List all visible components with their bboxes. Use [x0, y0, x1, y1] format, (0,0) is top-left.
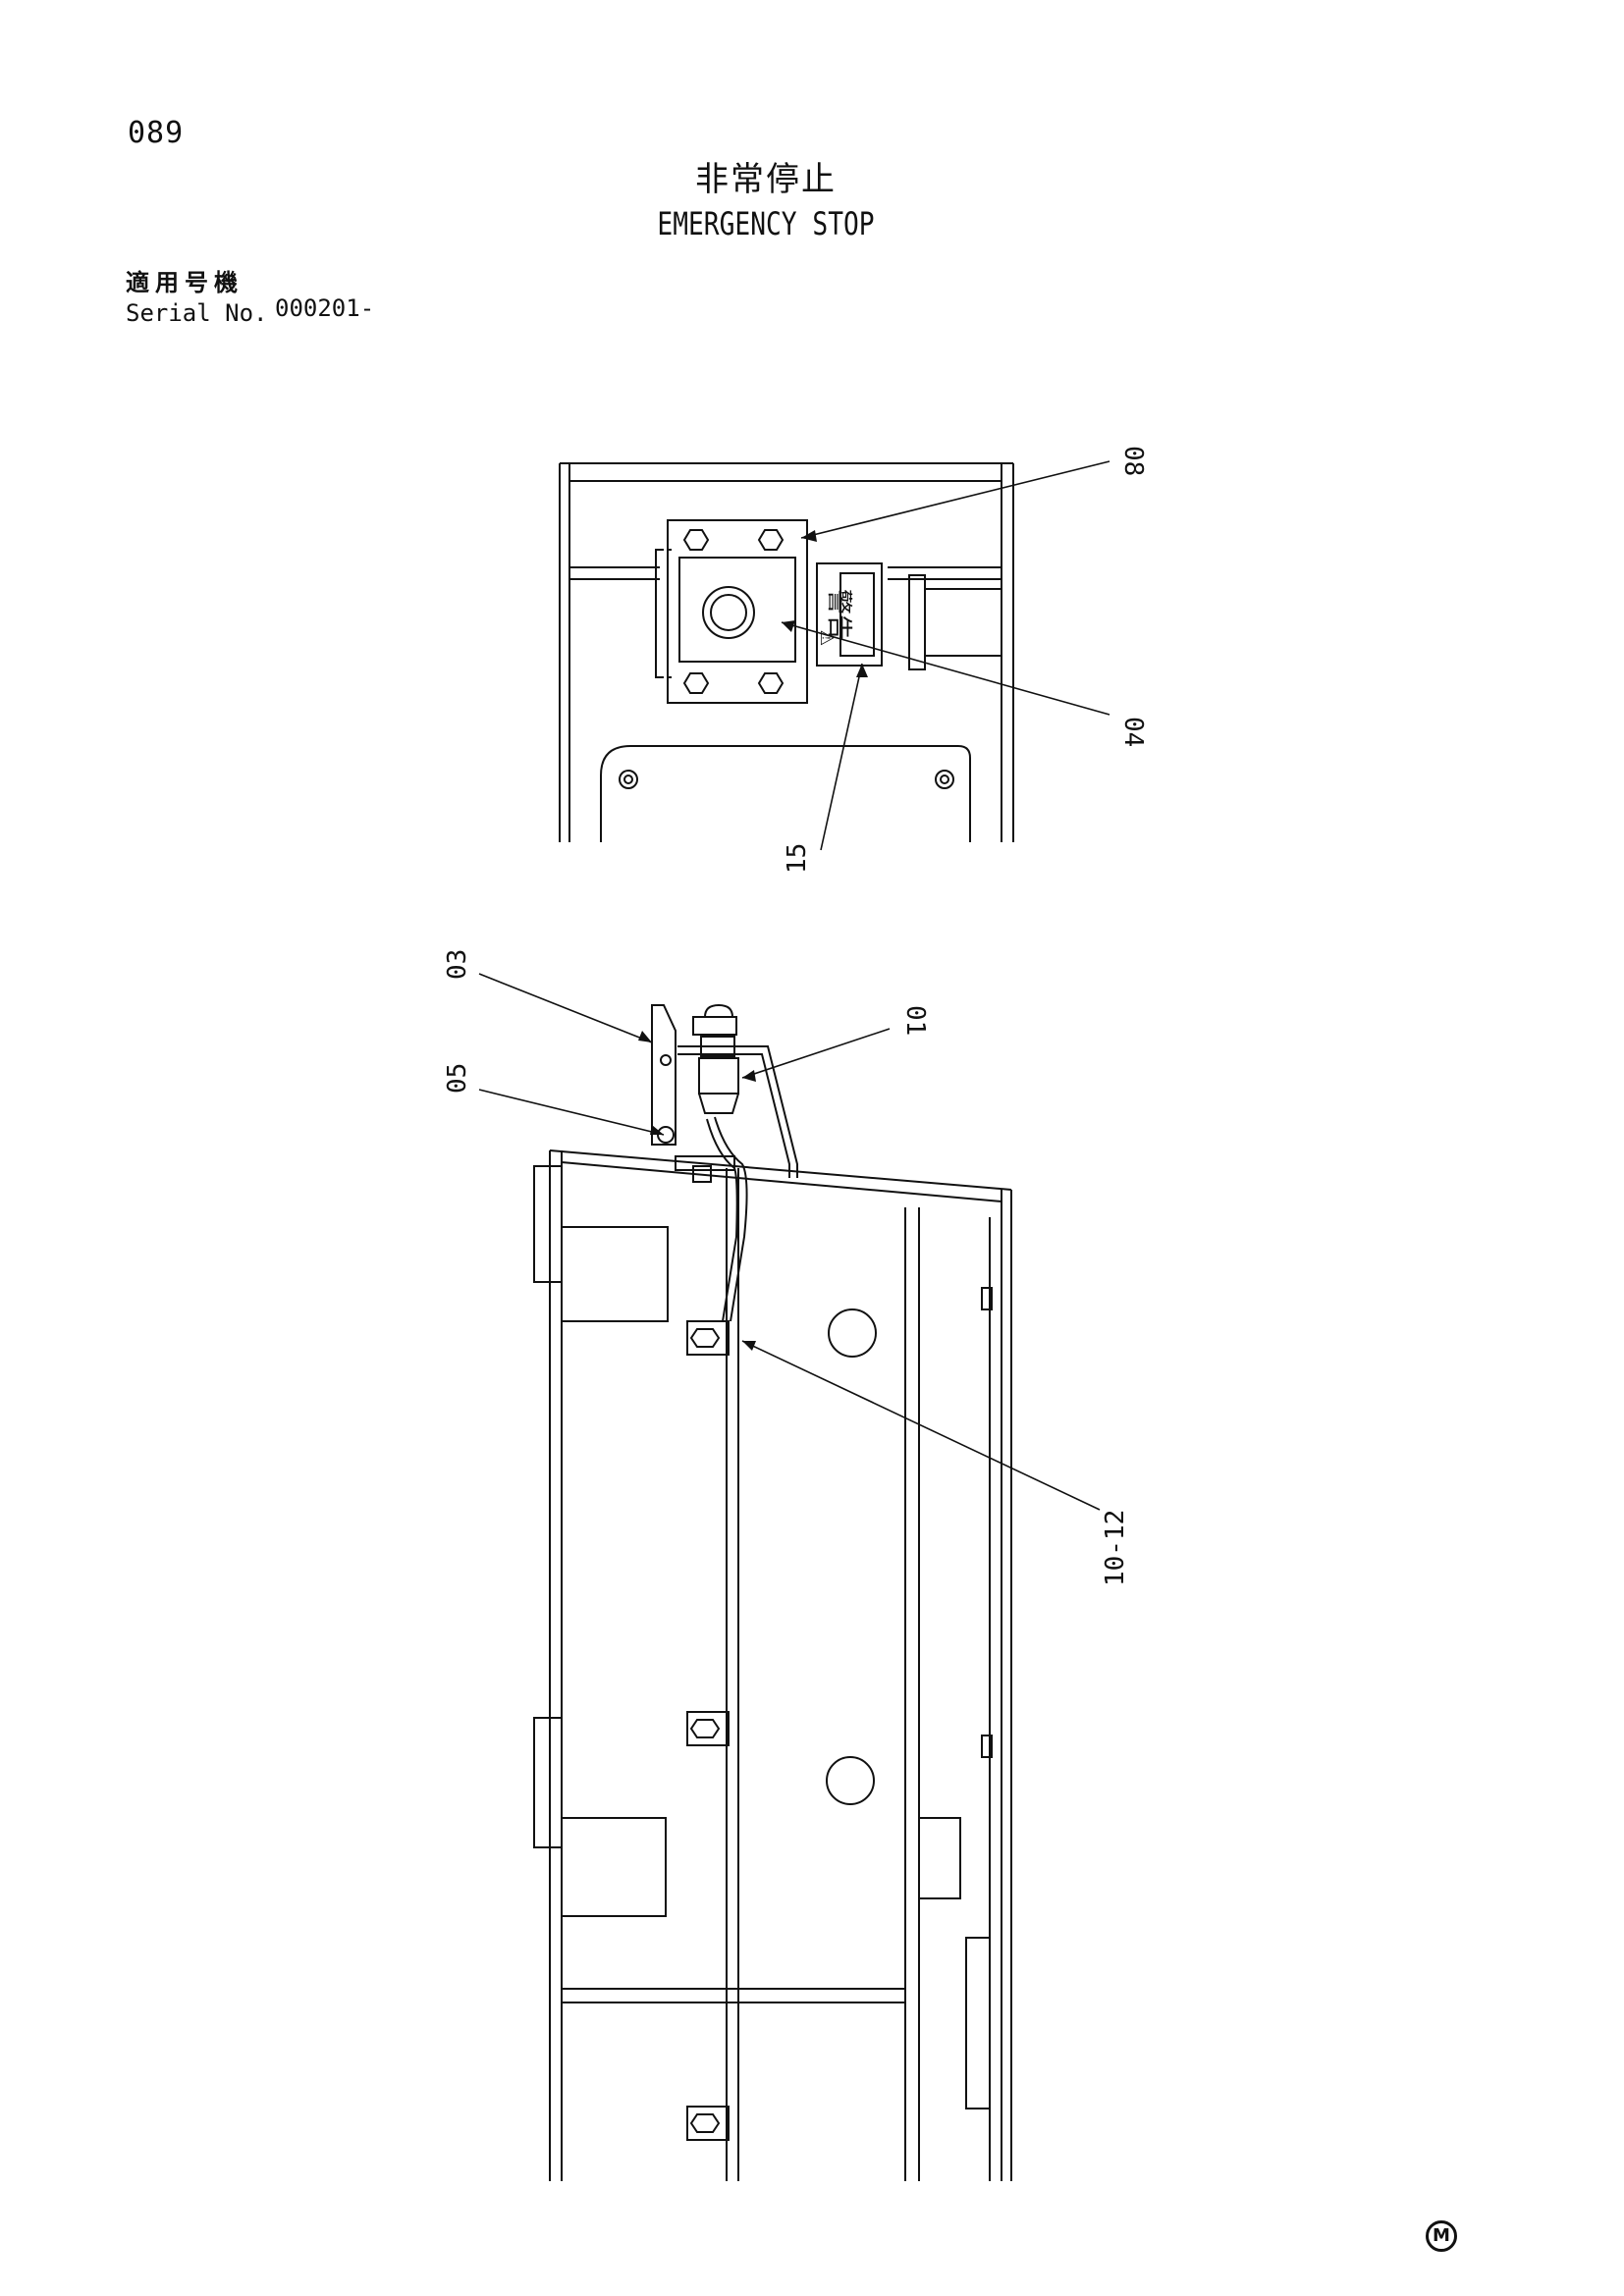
serial-label-en: Serial No.: [126, 299, 268, 327]
callout-04: 04: [1118, 717, 1148, 747]
callout-01: 01: [900, 1005, 930, 1036]
page-number: 089: [128, 116, 185, 150]
callout-10-12: 10-12: [1101, 1510, 1130, 1586]
serial-value: 000201-: [275, 294, 375, 322]
top-view: [559, 462, 1014, 842]
leader-lines: [478, 460, 1110, 1511]
callout-15: 15: [783, 843, 812, 874]
switch-bracket-side: [651, 1003, 798, 1183]
page-title-en: EMERGENCY STOP: [657, 205, 875, 242]
callout-03: 03: [443, 949, 472, 980]
switch-mount-top: [655, 519, 808, 704]
arrowheads: [638, 530, 868, 1351]
callout-08: 08: [1118, 446, 1148, 476]
warning-symbol: ⚠: [814, 630, 843, 646]
serial-label: 適用号機 Serial No.: [126, 267, 268, 328]
manufacturer-mark: M: [1426, 2220, 1457, 2252]
serial-label-jp: 適用号機: [126, 269, 244, 296]
title-block: 非常停止 EMERGENCY STOP: [0, 157, 1532, 245]
callout-05: 05: [443, 1063, 472, 1094]
page-title-jp: 非常停止: [695, 160, 837, 199]
side-view: [533, 1116, 1012, 2181]
warning-label-plate: [816, 562, 883, 667]
warning-label-text: 警告: [824, 589, 853, 640]
